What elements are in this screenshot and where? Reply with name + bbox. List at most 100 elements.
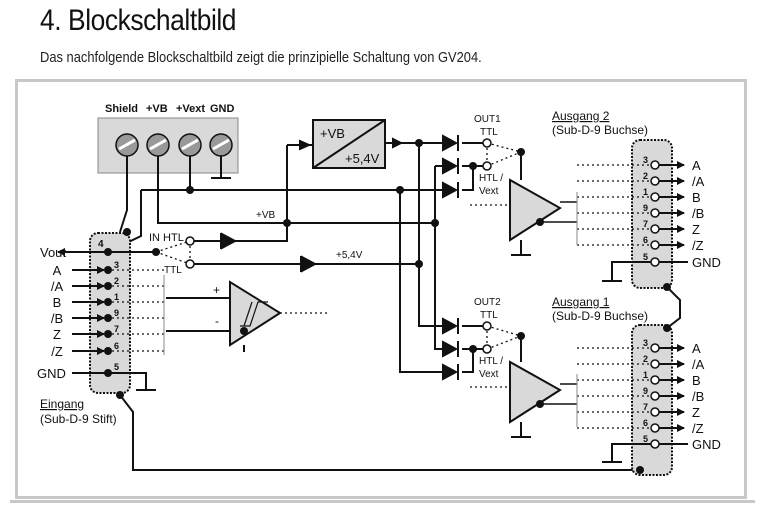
- input-signal-label: B: [53, 295, 62, 310]
- diode-out2-vext: [442, 363, 459, 381]
- out2-label: OUT2: [474, 297, 501, 308]
- output1-title: Ausgang 1: [552, 295, 610, 309]
- output-gnd-pin: 5: [643, 252, 648, 262]
- output-signal-label: A: [692, 341, 701, 356]
- screw-terminal-icon: [115, 133, 139, 157]
- output-pin-row: 9/B: [643, 386, 704, 404]
- diode-out1-vext: [442, 181, 459, 199]
- input-pin-row: /B 9: [51, 308, 119, 326]
- input-pin-number: 3: [114, 260, 119, 270]
- input-gnd-label: GND: [37, 366, 66, 381]
- output-pin-row: 6/Z: [643, 235, 704, 253]
- comparator-minus: -: [215, 314, 219, 328]
- output-signal-label: /Z: [692, 421, 704, 436]
- output-pin-number: 2: [643, 354, 648, 364]
- output-gnd-label: GND: [692, 255, 721, 270]
- vb-rail-label: +VB: [256, 210, 276, 221]
- output-signal-label: B: [692, 373, 701, 388]
- output-pin-number: 6: [643, 235, 648, 245]
- output-signal-label: Z: [692, 405, 700, 420]
- screw-terminal-icon: [209, 133, 233, 157]
- diode-out2-ttl: [442, 317, 459, 335]
- output-driver-1: [509, 178, 562, 242]
- diode-in-htl: [221, 232, 238, 250]
- diode-out1-htl: [442, 157, 459, 175]
- bottom-rule: [10, 500, 755, 503]
- v54-rail-label: +5,4V: [336, 250, 363, 261]
- out1-label: OUT1: [474, 114, 501, 125]
- output1-subtitle: (Sub-D-9 Buchse): [552, 309, 648, 323]
- output-gnd-row: 5 GND: [643, 434, 721, 452]
- input-pin-number: 7: [114, 324, 119, 334]
- input-pin-number: 2: [114, 276, 119, 286]
- out2-vext: Vext: [479, 369, 499, 380]
- output-driver-2: [509, 360, 562, 424]
- output-signal-label: /B: [692, 206, 704, 221]
- input-signal-label: A: [53, 263, 62, 278]
- terminal-label-shield: Shield: [105, 103, 138, 115]
- input-pin-number: 9: [114, 308, 119, 318]
- converter-out-label: +5,4V: [345, 151, 380, 166]
- switch-htl-label: IN HTL: [149, 232, 184, 244]
- output-signal-label: /A: [692, 357, 705, 372]
- diode-out2-htl: [442, 340, 459, 358]
- output-signal-label: /A: [692, 174, 705, 189]
- output-pin-number: 6: [643, 418, 648, 428]
- input-pin-row: /Z 6: [51, 341, 119, 359]
- out2-htl: HTL /: [479, 356, 503, 367]
- diode-out1-ttl: [442, 134, 459, 152]
- page-subtitle: Das nachfolgende Blockschaltbild zeigt d…: [40, 49, 482, 66]
- output-signal-label: Z: [692, 222, 700, 237]
- output-signal-label: B: [692, 190, 701, 205]
- output-gnd-pin: 5: [643, 434, 648, 444]
- output2-title: Ausgang 2: [552, 109, 610, 123]
- output-pin-row: 6/Z: [643, 418, 704, 436]
- output-pin-number: 7: [643, 219, 648, 229]
- input-pin-number: 6: [114, 341, 119, 351]
- input-pin-number: 1: [114, 292, 119, 302]
- diagram-frame: [15, 79, 747, 499]
- shield-wire: [119, 145, 128, 233]
- diode-in-ttl: [301, 255, 318, 273]
- output-pin-number: 2: [643, 171, 648, 181]
- output-pin-number: 3: [643, 338, 648, 348]
- output-gnd-row: 5 GND: [643, 252, 721, 270]
- output-signal-label: /B: [692, 389, 704, 404]
- out1-htl: HTL /: [479, 173, 503, 184]
- vout-label: Vout: [40, 245, 66, 260]
- output-gnd-label: GND: [692, 437, 721, 452]
- output-pin-row: 2/A: [643, 354, 705, 372]
- input-signal-label: /Z: [51, 344, 63, 359]
- input-connector-title: Eingang: [40, 397, 84, 411]
- switch-ttl-label: TTL: [164, 265, 182, 276]
- input-signal-label: /B: [51, 311, 63, 326]
- screw-terminal-icon: [146, 133, 170, 157]
- input-signal-label: Z: [53, 327, 61, 342]
- output-pin-number: 3: [643, 155, 648, 165]
- output1-connector-body: [631, 324, 673, 476]
- terminal-label-vb: +VB: [146, 103, 168, 115]
- output2-subtitle: (Sub-D-9 Buchse): [552, 123, 648, 137]
- vout-pin: 4: [98, 239, 104, 250]
- output-pin-number: 9: [643, 386, 648, 396]
- input-pin-row: /A 2: [51, 276, 119, 294]
- input-signal-label: /A: [51, 279, 64, 294]
- out1-vext: Vext: [479, 186, 499, 197]
- screw-terminal-icon: [178, 133, 202, 157]
- input-connector-body: [89, 232, 131, 394]
- out2-ttl: TTL: [480, 310, 498, 321]
- input-connector-subtitle: (Sub-D-9 Stift): [40, 412, 117, 426]
- output-pin-number: 9: [643, 203, 648, 213]
- page-title: 4. Blockschaltbild: [40, 4, 237, 37]
- output-pin-number: 1: [643, 370, 648, 380]
- output-signal-label: A: [692, 158, 701, 173]
